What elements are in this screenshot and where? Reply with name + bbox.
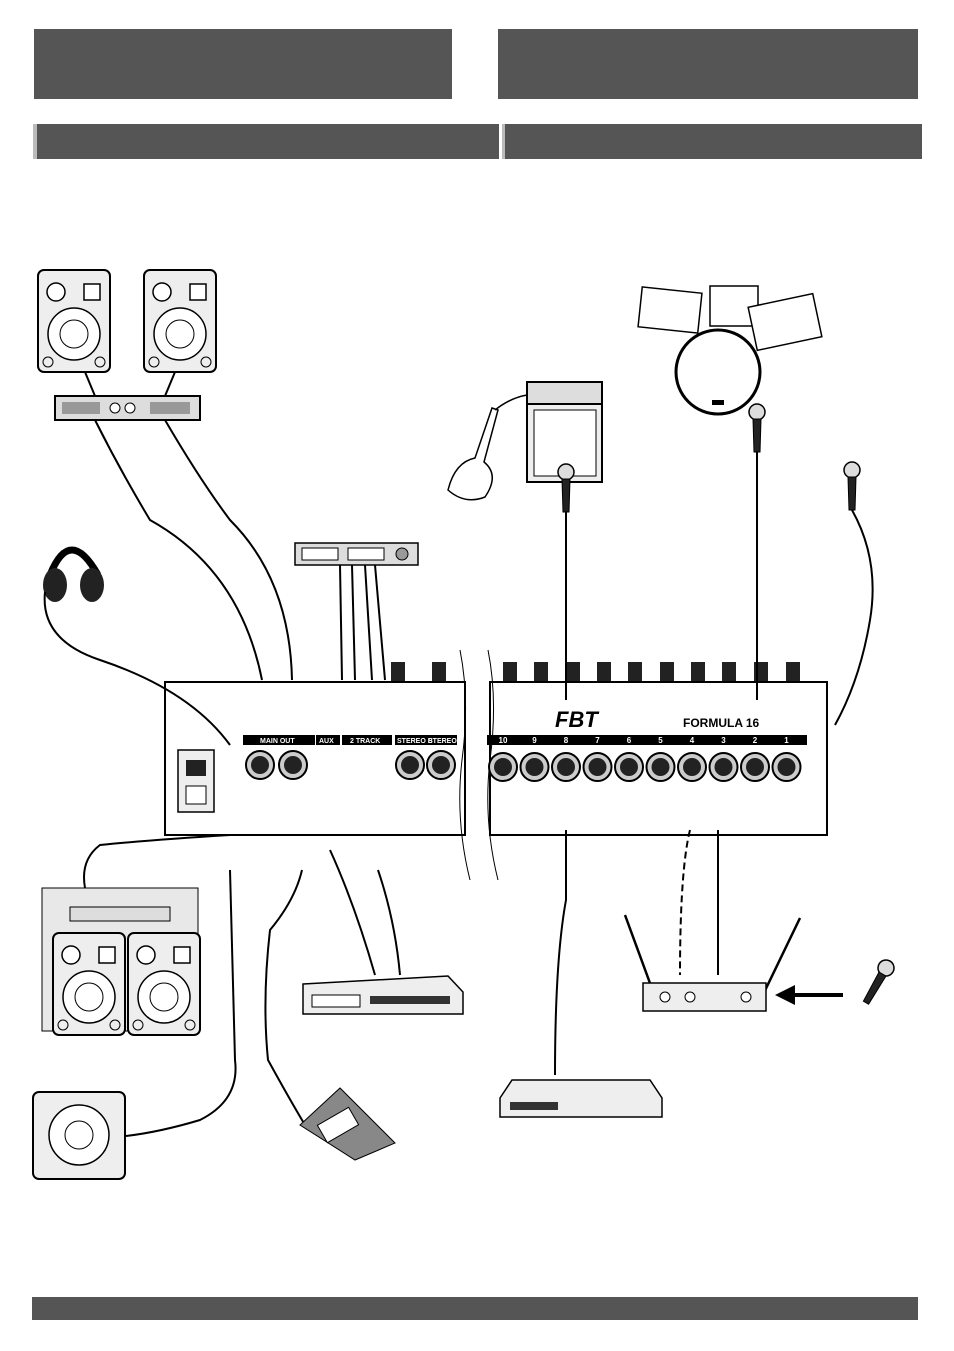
footer-bar (32, 1297, 918, 1320)
stereo-b-label: STEREO B (397, 738, 433, 745)
cd-player (499, 1079, 663, 1118)
channel-label-3: 3 (721, 736, 726, 745)
channel-xlr-6 (614, 752, 644, 782)
channel-label-10: 10 (499, 736, 508, 745)
mic-drums (748, 403, 766, 453)
section-bar-left (33, 124, 499, 159)
subwoofer (32, 1091, 126, 1180)
mixer-brand: FBT (555, 707, 599, 732)
speaker-left-1 (37, 269, 111, 373)
channel-label-7: 7 (595, 736, 600, 745)
cables (43, 419, 874, 1137)
channel-labels: 10 9 8 7 6 5 4 3 2 1 (499, 736, 790, 745)
wireless-receiver (623, 914, 802, 1012)
channel-xlr-8 (551, 752, 581, 782)
headphones-icon (43, 546, 104, 602)
main-out-label: MAIN OUT (260, 738, 295, 745)
guitar-amplifier (526, 381, 603, 483)
mixer-model: FORMULA 16 (683, 716, 760, 730)
two-track-label: 2 TRACK (350, 738, 380, 745)
channel-xlr-5 (645, 752, 676, 782)
channel-xlr-1 (771, 752, 802, 782)
channel-label-9: 9 (532, 736, 537, 745)
channel-label-2: 2 (753, 736, 758, 745)
cassette-deck (294, 542, 419, 566)
aux-label: AUX (319, 738, 334, 745)
header-bar-left (34, 29, 452, 99)
channel-xlr-4 (677, 752, 707, 782)
mic-guitar-amp (557, 463, 575, 513)
channel-label-1: 1 (784, 736, 789, 745)
channel-xlr-2 (740, 752, 770, 782)
mic-vocal (843, 461, 861, 511)
channel-xlr-10 (488, 752, 518, 782)
mixer-knobs (391, 662, 800, 682)
stereo-b-xlr (395, 750, 425, 780)
effects-processor (302, 975, 464, 1015)
stereo-a-xlr (426, 750, 456, 780)
channel-xlr-3 (708, 752, 739, 782)
channel-label-5: 5 (658, 736, 663, 745)
channel-label-6: 6 (627, 736, 632, 745)
channel-label-4: 4 (690, 736, 695, 745)
stereo-a-label: STEREO A (428, 738, 464, 745)
monitor-speaker-panel (41, 887, 201, 1036)
channel-label-8: 8 (564, 736, 569, 745)
channel-xlr-7 (582, 752, 613, 782)
main-out-xlr-right (278, 750, 308, 780)
main-out-xlr-left (245, 750, 275, 780)
header-bar-right (498, 29, 918, 99)
foot-switch (299, 1087, 396, 1161)
section-bar-right (502, 124, 922, 159)
electric-guitar-icon (447, 394, 528, 501)
speaker-left-2 (143, 269, 217, 373)
channel-xlr-9 (519, 752, 550, 782)
arrow-icon (775, 985, 843, 1005)
drum-kit (637, 285, 823, 416)
power-amplifier (54, 395, 201, 421)
mic-wireless (858, 956, 898, 1008)
